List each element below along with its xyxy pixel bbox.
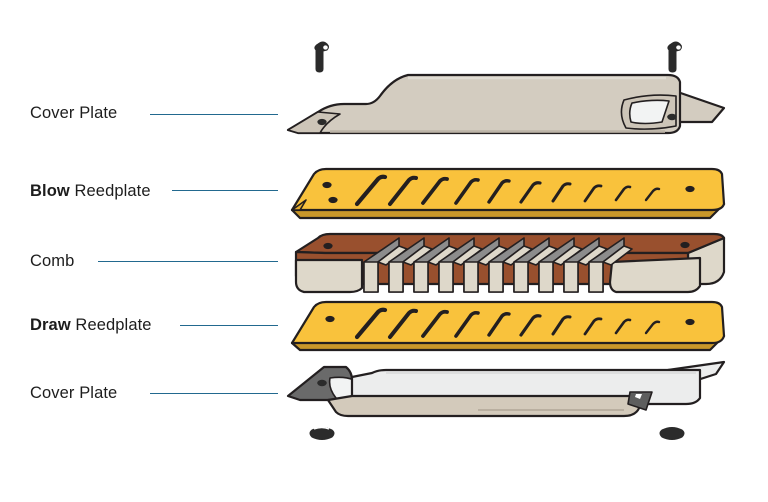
label-rest: Comb: [30, 252, 75, 270]
part-cover-plate-bottom: [286, 360, 726, 418]
screw-hole-top-cover-right: [667, 113, 677, 121]
leader-line-draw-reedplate: [180, 325, 278, 326]
screw-hole-blow-left-b: [328, 196, 338, 204]
screw-hole-comb-left: [323, 242, 333, 250]
label-blow-reedplate: Blow Reedplate: [30, 183, 151, 200]
nut-bottom-right: [659, 427, 685, 440]
leader-line-cover-plate-bottom: [150, 393, 278, 394]
part-cover-plate-top: [286, 73, 726, 135]
screw-hole-blow-left-a: [322, 181, 332, 189]
screw-hole-comb-right: [680, 241, 690, 249]
screw-top-right: [667, 41, 682, 73]
label-draw-reedplate: Draw Reedplate: [30, 317, 152, 334]
label-rest: Reedplate: [70, 316, 152, 334]
screw-hole-top-cover-left: [317, 118, 327, 126]
label-rest: Cover Plate: [30, 384, 118, 402]
screw-hole-bottom-cover-left: [317, 379, 327, 387]
screw-hole-draw-right: [685, 318, 695, 326]
label-rest: Cover Plate: [30, 104, 118, 122]
part-blow-reedplate: [290, 167, 726, 220]
leader-line-blow-reedplate: [172, 190, 278, 191]
label-emphasis: Blow: [30, 182, 70, 200]
label-cover-plate-bottom: Cover Plate: [30, 385, 117, 402]
label-rest: Reedplate: [69, 182, 151, 200]
screw-top-left: [314, 41, 329, 73]
label-comb: Comb: [30, 253, 74, 270]
label-cover-plate-top: Cover Plate: [30, 105, 117, 122]
label-emphasis: Draw: [30, 316, 71, 334]
leader-line-cover-plate-top: [150, 114, 278, 115]
part-comb: [294, 232, 726, 294]
nut-bottom-left: [309, 426, 335, 440]
screw-hole-draw-left: [325, 315, 335, 323]
part-draw-reedplate: [290, 300, 726, 352]
screw-hole-blow-right: [685, 185, 695, 193]
leader-line-comb: [98, 261, 278, 262]
